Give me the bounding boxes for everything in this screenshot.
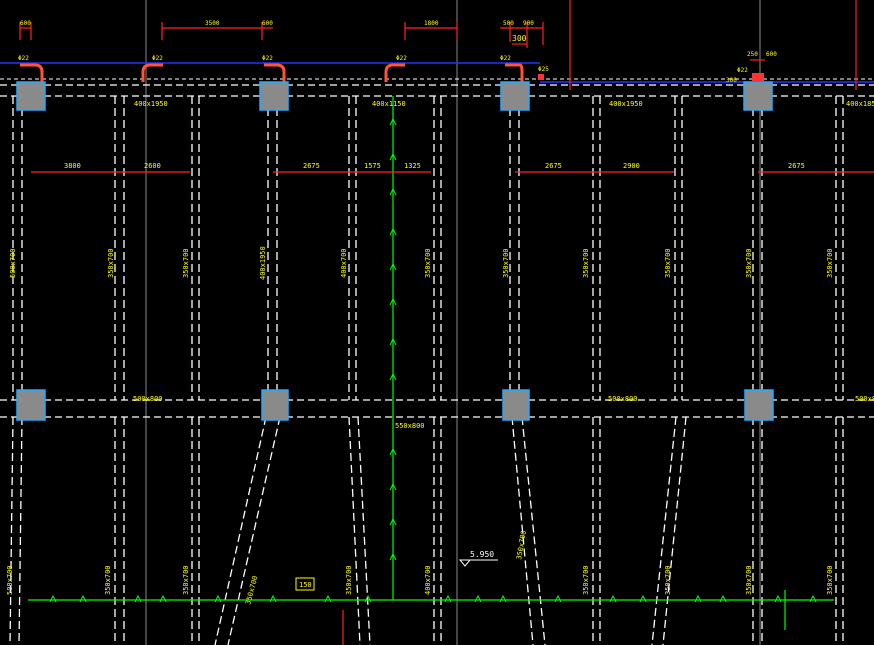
span-dim-4: 1575 — [364, 162, 381, 170]
beam-label-top-1: 400x1950 — [134, 100, 168, 108]
span-dim-2: 2600 — [144, 162, 161, 170]
tag-box — [295, 577, 315, 591]
rebar-label-6: Φ22 — [737, 67, 748, 74]
column-c1[interactable] — [500, 81, 530, 111]
column-a2[interactable] — [16, 389, 46, 421]
bottom-label-2: 350x700 — [104, 565, 112, 595]
bottom-label-1: 500x700 — [6, 565, 14, 595]
bottom-beam-labels: 500x700 350x700 350x700 350x700 400x700 … — [6, 530, 834, 606]
vbeam-label-8: 350x700 — [582, 248, 590, 278]
vbeam-label-3: 350x700 — [182, 248, 190, 278]
span-dim-8: 2675 — [788, 162, 805, 170]
tag-box-text: 150 — [299, 581, 312, 589]
rebar-hooks — [20, 63, 764, 82]
horizontal-beams — [0, 84, 874, 418]
column-b2[interactable] — [261, 389, 289, 421]
beam-label-top-2: 400x1150 — [372, 100, 406, 108]
top-dim-4: 1800 — [424, 20, 439, 27]
column-a1[interactable] — [16, 81, 46, 111]
top-dimension-texts: 600 3500 600 1800 500 900 300 250 600 — [20, 20, 777, 58]
bottom-label-8: 350x700 — [745, 565, 753, 595]
small-tag-1: Φ25 — [538, 66, 549, 73]
level-mark — [458, 559, 498, 567]
column-b1[interactable] — [259, 81, 289, 111]
columns[interactable] — [16, 81, 774, 421]
small-tag-2: 300 — [726, 77, 737, 84]
span-dim-5: 1325 — [404, 162, 421, 170]
column-d1[interactable] — [743, 81, 773, 111]
mid-beam-label-1: 500x800 — [133, 395, 163, 403]
vbeam-label-6: 350x700 — [424, 248, 432, 278]
top-dim-3: 600 — [262, 20, 273, 27]
top-dim-1: 600 — [20, 20, 31, 27]
vertical-beams — [9, 96, 844, 645]
vbeam-label-11: 350x700 — [826, 248, 834, 278]
rebar-labels: Φ22 Φ22 Φ22 Φ22 Φ22 Φ22 Φ25 300 — [18, 55, 748, 84]
vbeam-label-1: 500x700 — [9, 248, 17, 278]
vbeam-label-4: 400x1950 — [259, 246, 267, 280]
vbeam-label-2: 350x700 — [107, 248, 115, 278]
top-dim-5: 500 — [503, 20, 514, 27]
span-dim-7: 2900 — [623, 162, 640, 170]
beam-label-top-3: 400x1950 — [609, 100, 643, 108]
column-d2[interactable] — [744, 389, 774, 421]
top-dim-8: 250 — [747, 51, 758, 58]
bottom-label-7: 350x700 — [664, 565, 672, 595]
rebar-label-3: Φ22 — [262, 55, 273, 62]
span-dim-1: 3800 — [64, 162, 81, 170]
top-dim-2: 3500 — [205, 20, 220, 27]
span-dimension-texts: 3800 2600 2675 1575 1325 2675 2900 2675 — [64, 162, 805, 170]
bottom-label-9: 350x700 — [826, 565, 834, 595]
mid-beam-label-2: 500x800 — [608, 395, 638, 403]
bottom-label-3: 350x700 — [182, 565, 190, 595]
bottom-label-5: 400x700 — [424, 565, 432, 595]
top-beam-labels: 400x1950 400x1150 400x1950 400x1850 — [134, 100, 874, 108]
vertical-beam-labels: 500x700 350x700 350x700 400x1950 400x700… — [9, 246, 834, 280]
vbeam-label-7: 350x700 — [502, 248, 510, 278]
rebar-label-2: Φ22 — [152, 55, 163, 62]
level-mark-text: 5.950 — [470, 550, 494, 559]
bottom-label-6: 350x700 — [582, 565, 590, 595]
rebar-label-4: Φ22 — [396, 55, 407, 62]
dimension-lines — [19, 0, 874, 645]
top-dim-7: 300 — [512, 34, 527, 43]
span-dim-3: 2675 — [303, 162, 320, 170]
mid-beam-labels: 500x800 500x800 500x80 550x800 — [133, 395, 874, 430]
rebar-label-5: Φ22 — [500, 55, 511, 62]
beam-label-top-4: 400x1850 — [846, 100, 874, 108]
vbeam-label-5: 400x700 — [340, 248, 348, 278]
green-hatch-marks — [49, 117, 817, 603]
span-dim-6: 2675 — [545, 162, 562, 170]
bottom-label-4: 350x700 — [345, 565, 353, 595]
top-dim-9: 600 — [766, 51, 777, 58]
top-dim-6: 900 — [523, 20, 534, 27]
rebar-label-1: Φ22 — [18, 55, 29, 62]
vbeam-label-10: 350x700 — [745, 248, 753, 278]
mid-vertical-label: 550x800 — [395, 422, 425, 430]
column-c2[interactable] — [502, 389, 530, 421]
vbeam-label-9: 350x700 — [664, 248, 672, 278]
mid-beam-label-3: 500x80 — [855, 395, 874, 403]
